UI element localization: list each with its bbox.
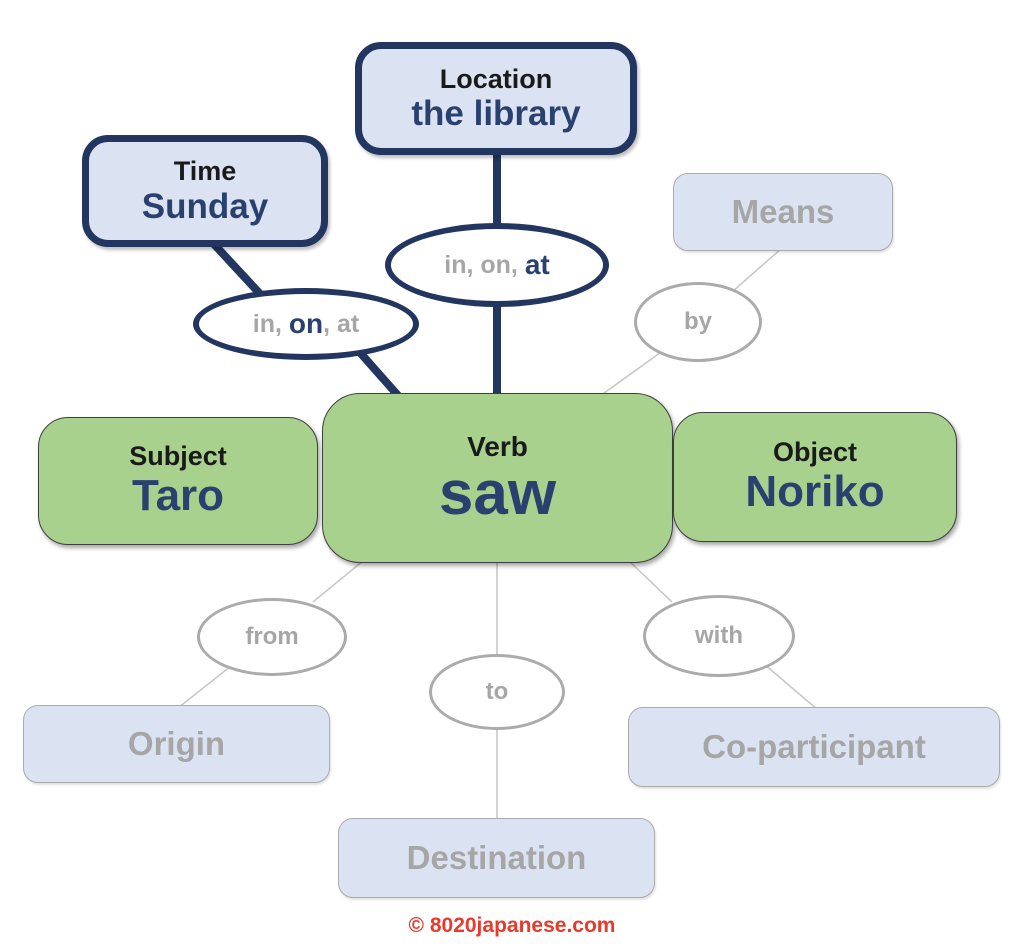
- time-value: Sunday: [141, 186, 269, 226]
- destination-preposition-ellipse: to: [429, 654, 565, 730]
- origin-node: Origin: [23, 705, 330, 783]
- location-preposition-ellipse: in, on, at: [385, 223, 609, 307]
- preposition-inactive-text: in,: [252, 309, 289, 338]
- subject-value: Taro: [131, 471, 225, 521]
- preposition-with: with: [695, 622, 743, 649]
- coparticipant-preposition-ellipse: with: [643, 595, 795, 677]
- preposition-from: from: [245, 623, 299, 650]
- edge-by-to-verb: [599, 349, 665, 397]
- location-node: Location the library: [355, 42, 637, 155]
- time-preposition-ellipse: in, on, at: [193, 288, 419, 360]
- edge-verb-to-from: [312, 559, 365, 603]
- edge-means-to-by: [731, 247, 783, 293]
- verb-value: saw: [438, 458, 557, 528]
- edge-from-to-origin: [177, 665, 232, 709]
- object-value: Noriko: [745, 467, 885, 517]
- object-label: Object: [772, 437, 858, 468]
- origin-preposition-ellipse: from: [197, 598, 347, 676]
- means-label: Means: [731, 192, 835, 230]
- location-label: Location: [439, 63, 553, 94]
- destination-node: Destination: [338, 818, 655, 898]
- preposition-inactive-text: , at: [323, 309, 360, 338]
- preposition-active-at: at: [524, 249, 550, 280]
- subject-node: Subject Taro: [38, 417, 318, 545]
- preposition-inactive-text: in, on,: [444, 250, 525, 279]
- coparticipant-label: Co-participant: [702, 727, 926, 765]
- destination-label: Destination: [406, 838, 587, 876]
- subject-label: Subject: [129, 441, 227, 472]
- edge-verb-to-with: [627, 559, 673, 603]
- means-node: Means: [673, 173, 893, 251]
- time-node: Time Sunday: [82, 135, 328, 247]
- location-value: the library: [411, 94, 581, 134]
- object-node: Object Noriko: [673, 412, 957, 542]
- copyright-credit: © 8020japanese.com: [408, 914, 616, 937]
- preposition-active-on: on: [288, 308, 324, 339]
- edge-time-to-on: [208, 238, 266, 300]
- means-preposition-ellipse: by: [634, 282, 762, 362]
- time-label: Time: [173, 156, 237, 187]
- verb-label: Verb: [467, 431, 528, 463]
- verb-node: Verb saw: [322, 393, 673, 563]
- preposition-to: to: [485, 678, 509, 705]
- preposition-by: by: [683, 308, 712, 335]
- edge-with-to-coparticipant: [763, 663, 819, 711]
- edge-on-to-verb: [352, 344, 406, 404]
- origin-label: Origin: [127, 724, 226, 762]
- coparticipant-node: Co-participant: [628, 707, 1000, 787]
